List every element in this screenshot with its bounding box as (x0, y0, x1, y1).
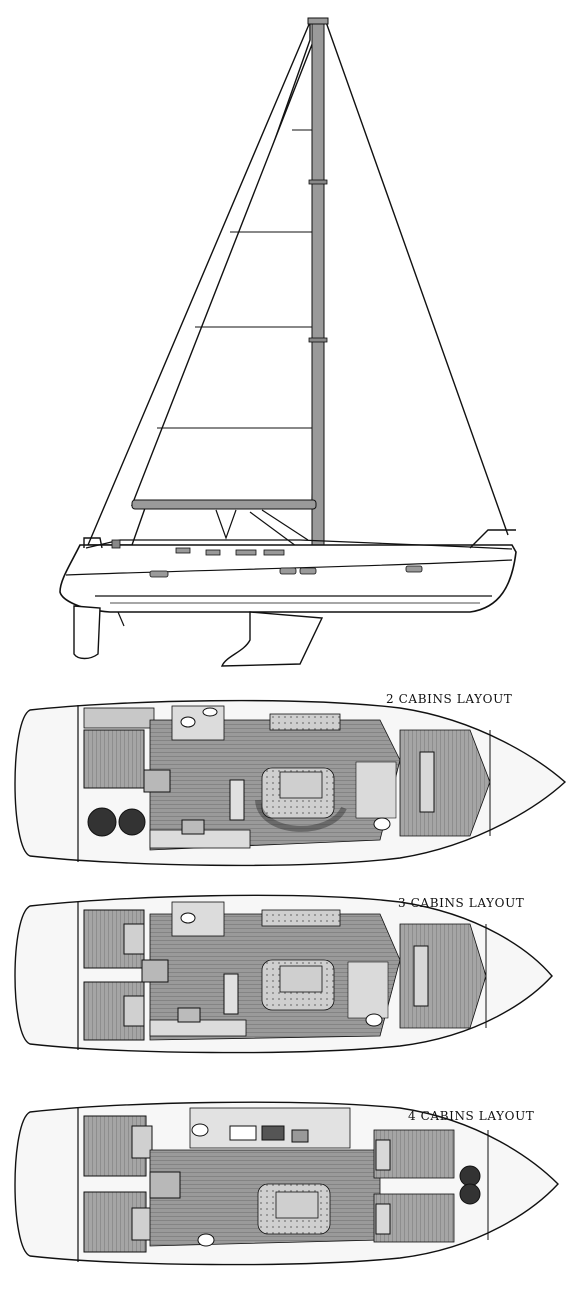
main-sail (130, 23, 321, 506)
layout-4-cabins-label: 4 CABINS LAYOUT (408, 1109, 534, 1123)
layout-4-cabins (14, 1101, 559, 1266)
keel (220, 611, 324, 667)
rudder (73, 605, 101, 660)
layout-3-cabins (14, 894, 553, 1054)
hull (59, 544, 517, 613)
mast (311, 19, 325, 551)
boom (131, 499, 317, 510)
layout-2-cabins (14, 699, 567, 867)
backstay (325, 21, 509, 536)
layout-2-cabins-label: 2 CABINS LAYOUT (386, 692, 512, 706)
sail-plan-profile (59, 17, 517, 667)
layout-3-cabins-label: 3 CABINS LAYOUT (398, 896, 524, 910)
